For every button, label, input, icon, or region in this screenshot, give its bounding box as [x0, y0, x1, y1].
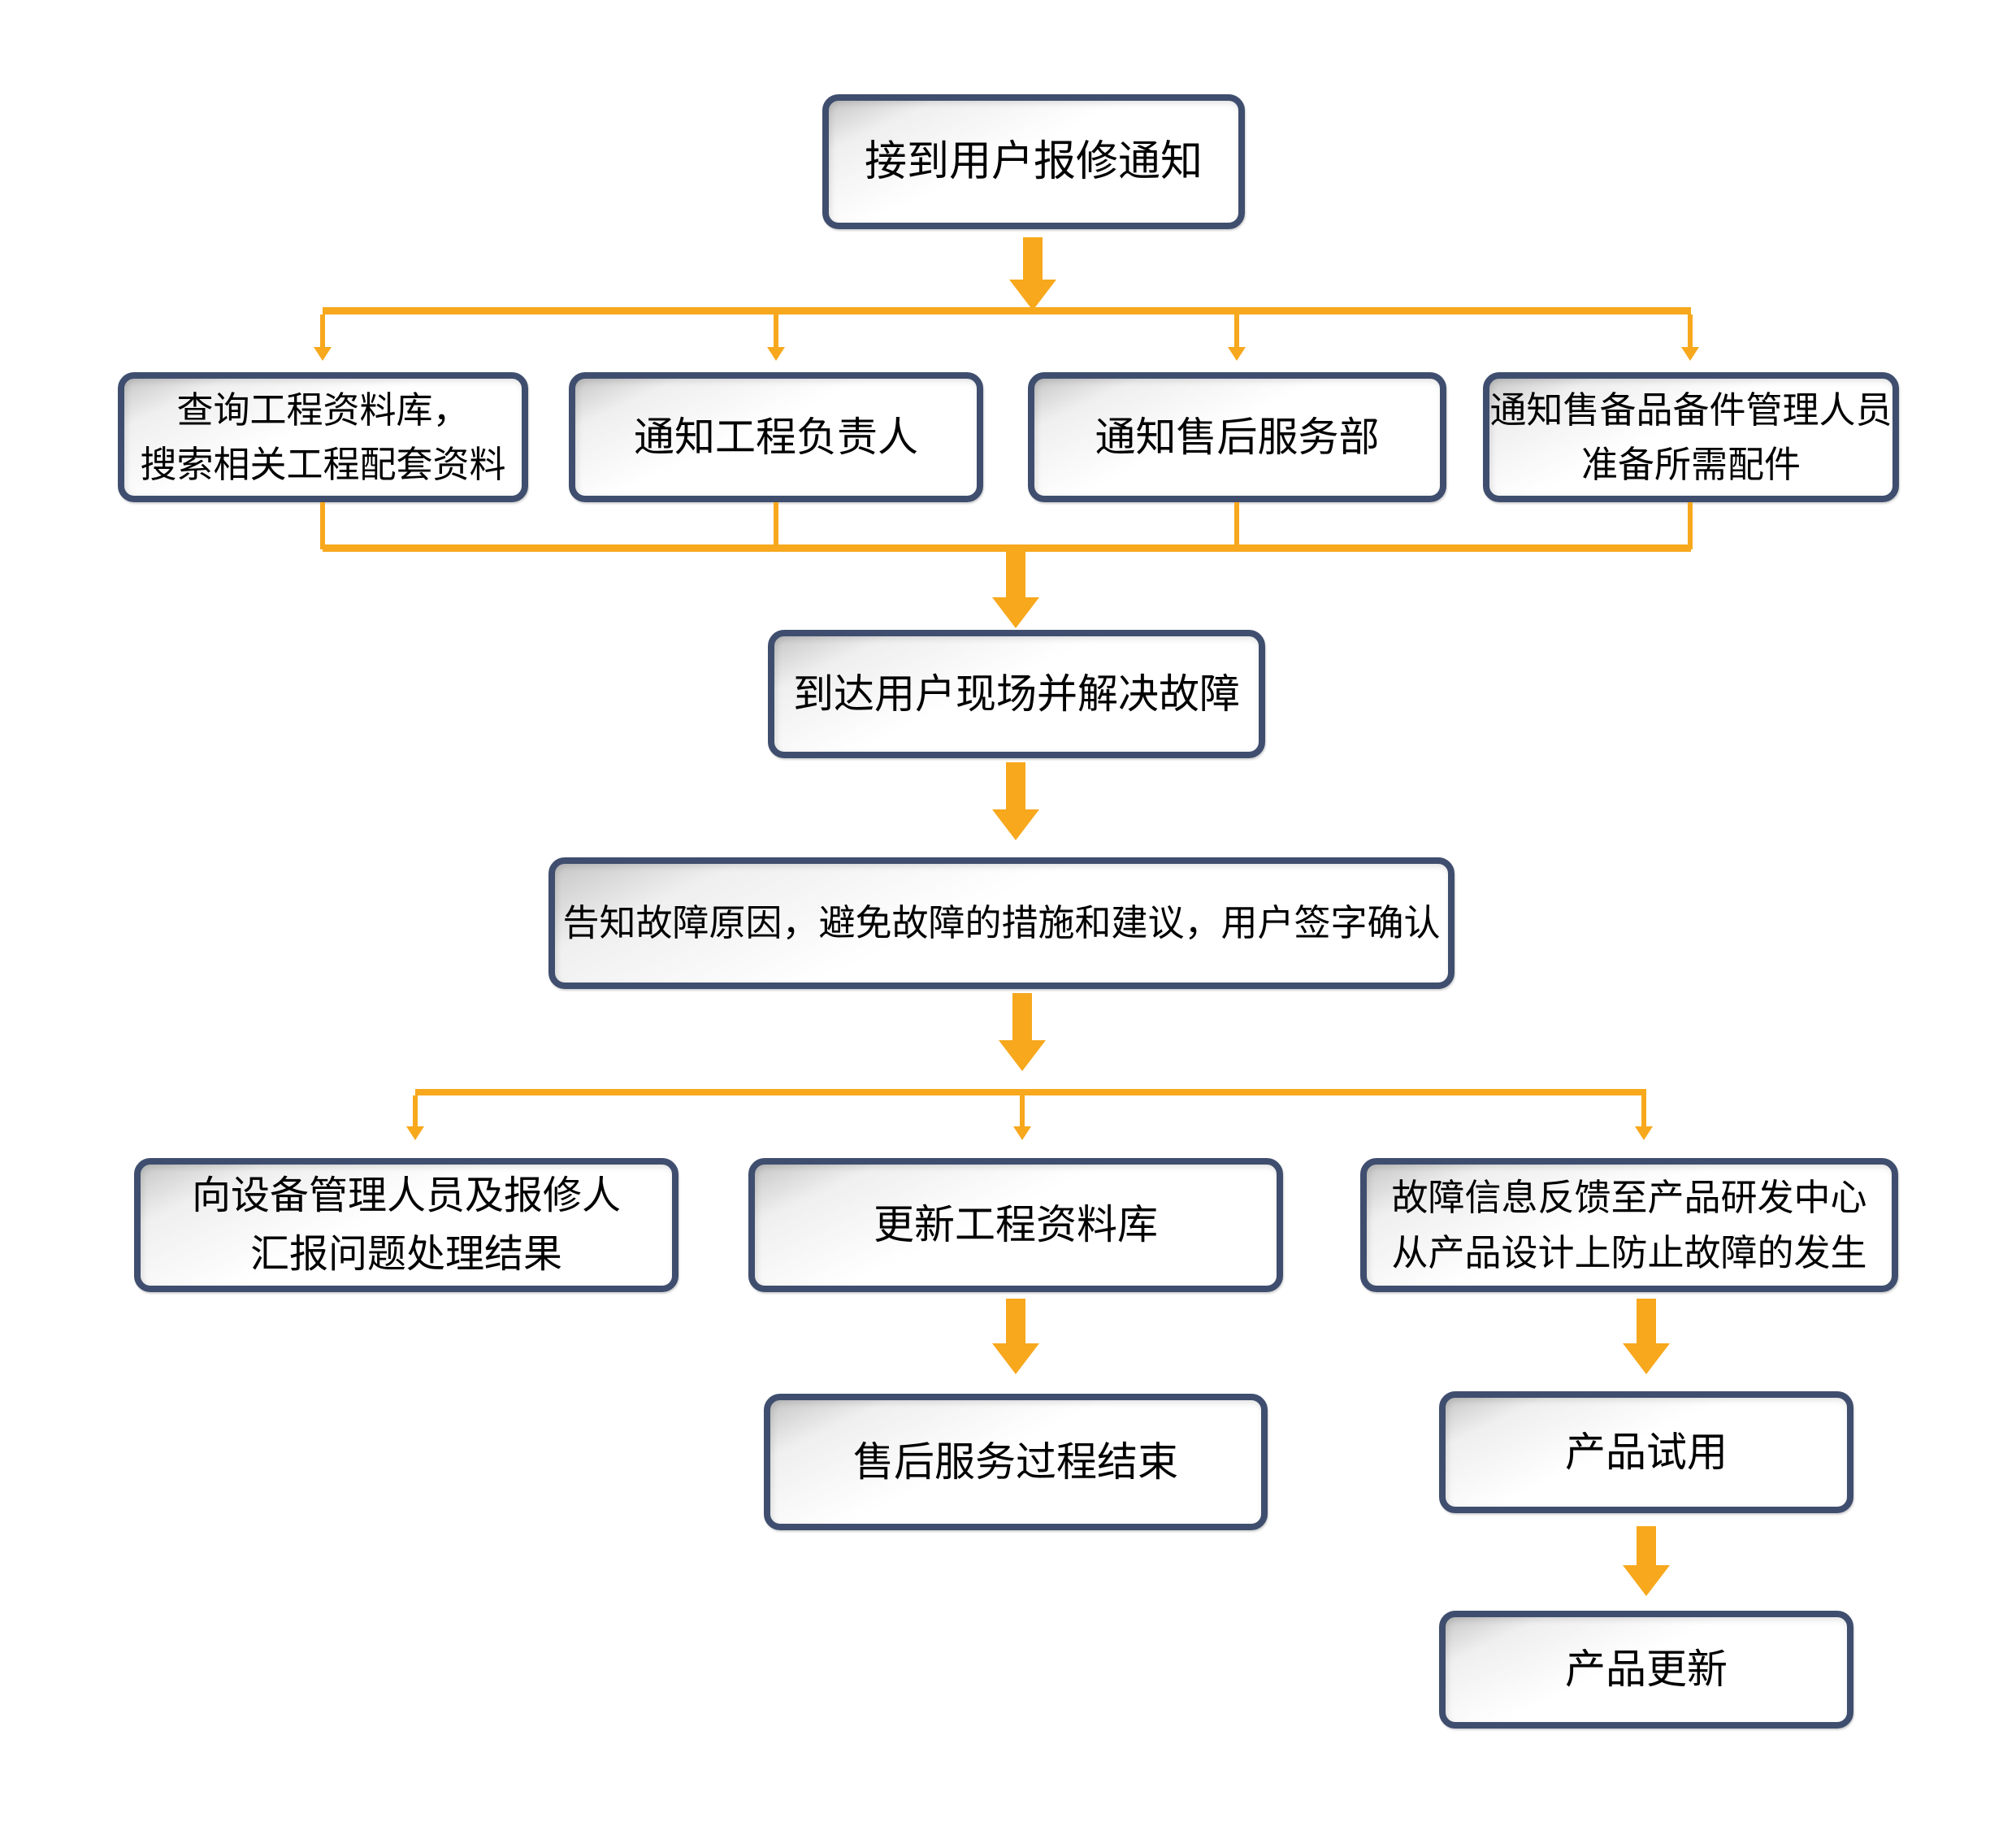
arrow-arrive-to-inform-head — [992, 809, 1039, 840]
node-notify-engineering-lead-label: 通知工程负责人 — [634, 414, 918, 460]
arrow-feedback-to-trial-head — [1623, 1343, 1670, 1374]
node-inform-cause-user-sign: 告知故障原因，避免故障的措施和建议，用户签字确认 — [548, 857, 1455, 989]
node-product-trial: 产品试用 — [1439, 1391, 1853, 1513]
node-query-engineering-database: 查询工程资料库， 搜索相关工程配套资料 — [118, 372, 528, 502]
node-product-update-label: 产品更新 — [1565, 1646, 1728, 1692]
branch-drop-report-head — [406, 1126, 424, 1140]
node-update-engineering-database-label: 更新工程资料库 — [874, 1202, 1158, 1247]
branch-drop-query-db-line — [320, 315, 325, 347]
node-notify-spare-parts-manager: 通知售备品备件管理人员 准备所需配件 — [1483, 372, 1899, 502]
arrow-receive-to-branch-head — [1009, 280, 1056, 310]
node-notify-spare-parts-manager-label: 通知售备品备件管理人员 准备所需配件 — [1489, 388, 1892, 486]
merge-drop-notify-eng-line — [774, 502, 778, 549]
arrow-update-db-to-end-head — [992, 1343, 1039, 1374]
arrow-merge-to-arrive-head — [992, 597, 1039, 628]
node-product-update: 产品更新 — [1439, 1611, 1853, 1729]
node-update-engineering-database: 更新工程资料库 — [748, 1158, 1283, 1292]
arrow-update-db-to-end-stem — [1006, 1299, 1025, 1343]
arrow-trial-to-update-product-head — [1623, 1565, 1670, 1596]
node-query-engineering-database-label: 查询工程资料库， 搜索相关工程配套资料 — [140, 388, 506, 486]
branch-drop-feedback-line — [1641, 1095, 1646, 1126]
merge-bar — [323, 544, 1691, 552]
arrow-arrive-to-inform-stem — [1006, 762, 1025, 809]
merge-drop-notify-service-line — [1234, 502, 1239, 549]
arrow-merge-to-arrive-stem — [1006, 552, 1025, 597]
arrow-inform-to-branch-head — [999, 1040, 1046, 1071]
branch-drop-update-db-head — [1013, 1126, 1031, 1140]
node-feedback-to-rnd-center-label: 故障信息反馈至产品研发中心 从产品设计上防止故障的发生 — [1391, 1177, 1867, 1273]
arrow-receive-to-branch-stem — [1023, 237, 1043, 280]
node-notify-after-sales-dept: 通知售后服务部 — [1028, 372, 1446, 502]
merge-drop-query-db-line — [320, 502, 325, 549]
node-feedback-to-rnd-center: 故障信息反馈至产品研发中心 从产品设计上防止故障的发生 — [1360, 1158, 1898, 1292]
node-receive-repair-notice: 接到用户报修通知 — [822, 94, 1245, 229]
node-after-sales-process-end: 售后服务过程结束 — [764, 1394, 1268, 1530]
arrow-feedback-to-trial-stem — [1637, 1299, 1656, 1343]
branch-drop-notify-parts-head — [1681, 347, 1699, 361]
arrow-trial-to-update-product-stem — [1637, 1526, 1656, 1565]
branch-drop-notify-eng-head — [767, 347, 785, 361]
node-after-sales-process-end-label: 售后服务过程结束 — [853, 1438, 1178, 1485]
node-notify-engineering-lead: 通知工程负责人 — [569, 372, 983, 502]
branch-drop-notify-service-line — [1234, 315, 1239, 347]
node-product-trial-label: 产品试用 — [1565, 1429, 1728, 1475]
node-inform-cause-user-sign-label: 告知故障原因，避免故障的措施和建议，用户签字确认 — [562, 902, 1441, 944]
arrow-inform-to-branch-stem — [1012, 993, 1032, 1040]
node-notify-after-sales-dept-label: 通知售后服务部 — [1095, 414, 1380, 460]
branch-drop-notify-eng-line — [774, 315, 778, 347]
node-receive-repair-notice-label: 接到用户报修通知 — [864, 138, 1203, 185]
branch-drop-update-db-line — [1020, 1095, 1025, 1126]
branch-bar-top — [323, 307, 1691, 315]
merge-drop-notify-parts-line — [1688, 502, 1693, 549]
branch-drop-query-db-head — [314, 347, 332, 361]
branch-bar-bottom — [415, 1089, 1646, 1095]
node-report-result-to-staff-label: 向设备管理人员及报修人 汇报问题处理结果 — [191, 1173, 621, 1276]
branch-drop-notify-parts-line — [1688, 315, 1693, 347]
node-arrive-on-site-fix-fault: 到达用户现场并解决故障 — [768, 630, 1265, 758]
node-arrive-on-site-fix-fault-label: 到达用户现场并解决故障 — [793, 670, 1240, 717]
branch-drop-report-line — [413, 1095, 418, 1126]
branch-drop-feedback-head — [1635, 1126, 1653, 1140]
branch-drop-notify-service-head — [1228, 347, 1246, 361]
node-report-result-to-staff: 向设备管理人员及报修人 汇报问题处理结果 — [134, 1158, 679, 1292]
